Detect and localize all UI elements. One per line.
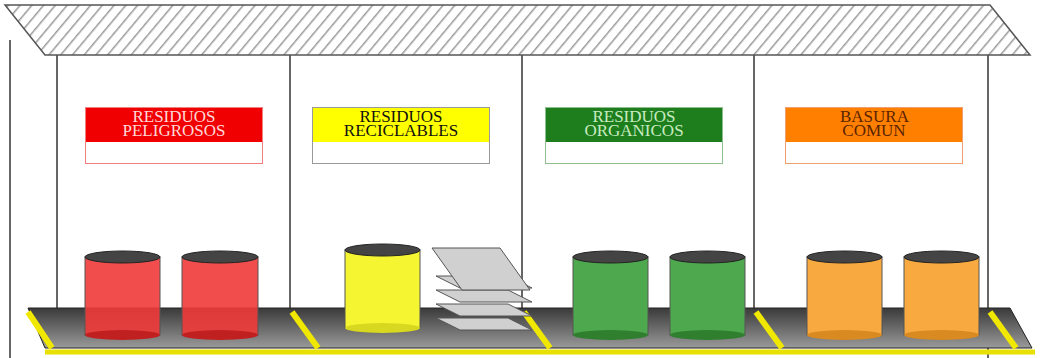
bin-sign: RESIDUOS PELIGROSOS (85, 107, 263, 164)
bin-sign: RESIDUOS RECICLABLES (312, 107, 490, 164)
floor-stripe (292, 312, 318, 348)
sign-band: RESIDUOS ORGANICOS (546, 108, 722, 142)
divider (521, 55, 523, 310)
floor-stripe (28, 312, 52, 348)
sign-label: RESIDUOS PELIGROSOS (123, 108, 226, 138)
tray-stack (432, 248, 532, 330)
divider (289, 55, 291, 310)
sign-label: BASURA COMUN (840, 108, 908, 138)
post (9, 40, 11, 358)
divider (56, 55, 58, 310)
floor-stripe (756, 312, 782, 348)
bin-sign: RESIDUOS ORGANICOS (545, 107, 723, 164)
sign-band: RESIDUOS RECICLABLES (313, 108, 489, 142)
sign-label: RESIDUOS ORGANICOS (584, 108, 683, 138)
sign-band: RESIDUOS PELIGROSOS (86, 108, 262, 142)
barrel (670, 251, 745, 340)
divider (753, 55, 755, 310)
barrel (904, 251, 979, 340)
barrel (573, 251, 648, 340)
bin-sign: BASURA COMUN (785, 107, 963, 164)
barrel (345, 244, 420, 333)
sign-band: BASURA COMUN (786, 108, 962, 142)
floor-edge (45, 350, 1035, 355)
floor-stripe (990, 312, 1016, 348)
roof (5, 5, 1030, 55)
sign-label: RESIDUOS RECICLABLES (344, 108, 458, 138)
barrel (182, 251, 258, 340)
barrel (85, 251, 160, 340)
barrel (807, 251, 882, 340)
